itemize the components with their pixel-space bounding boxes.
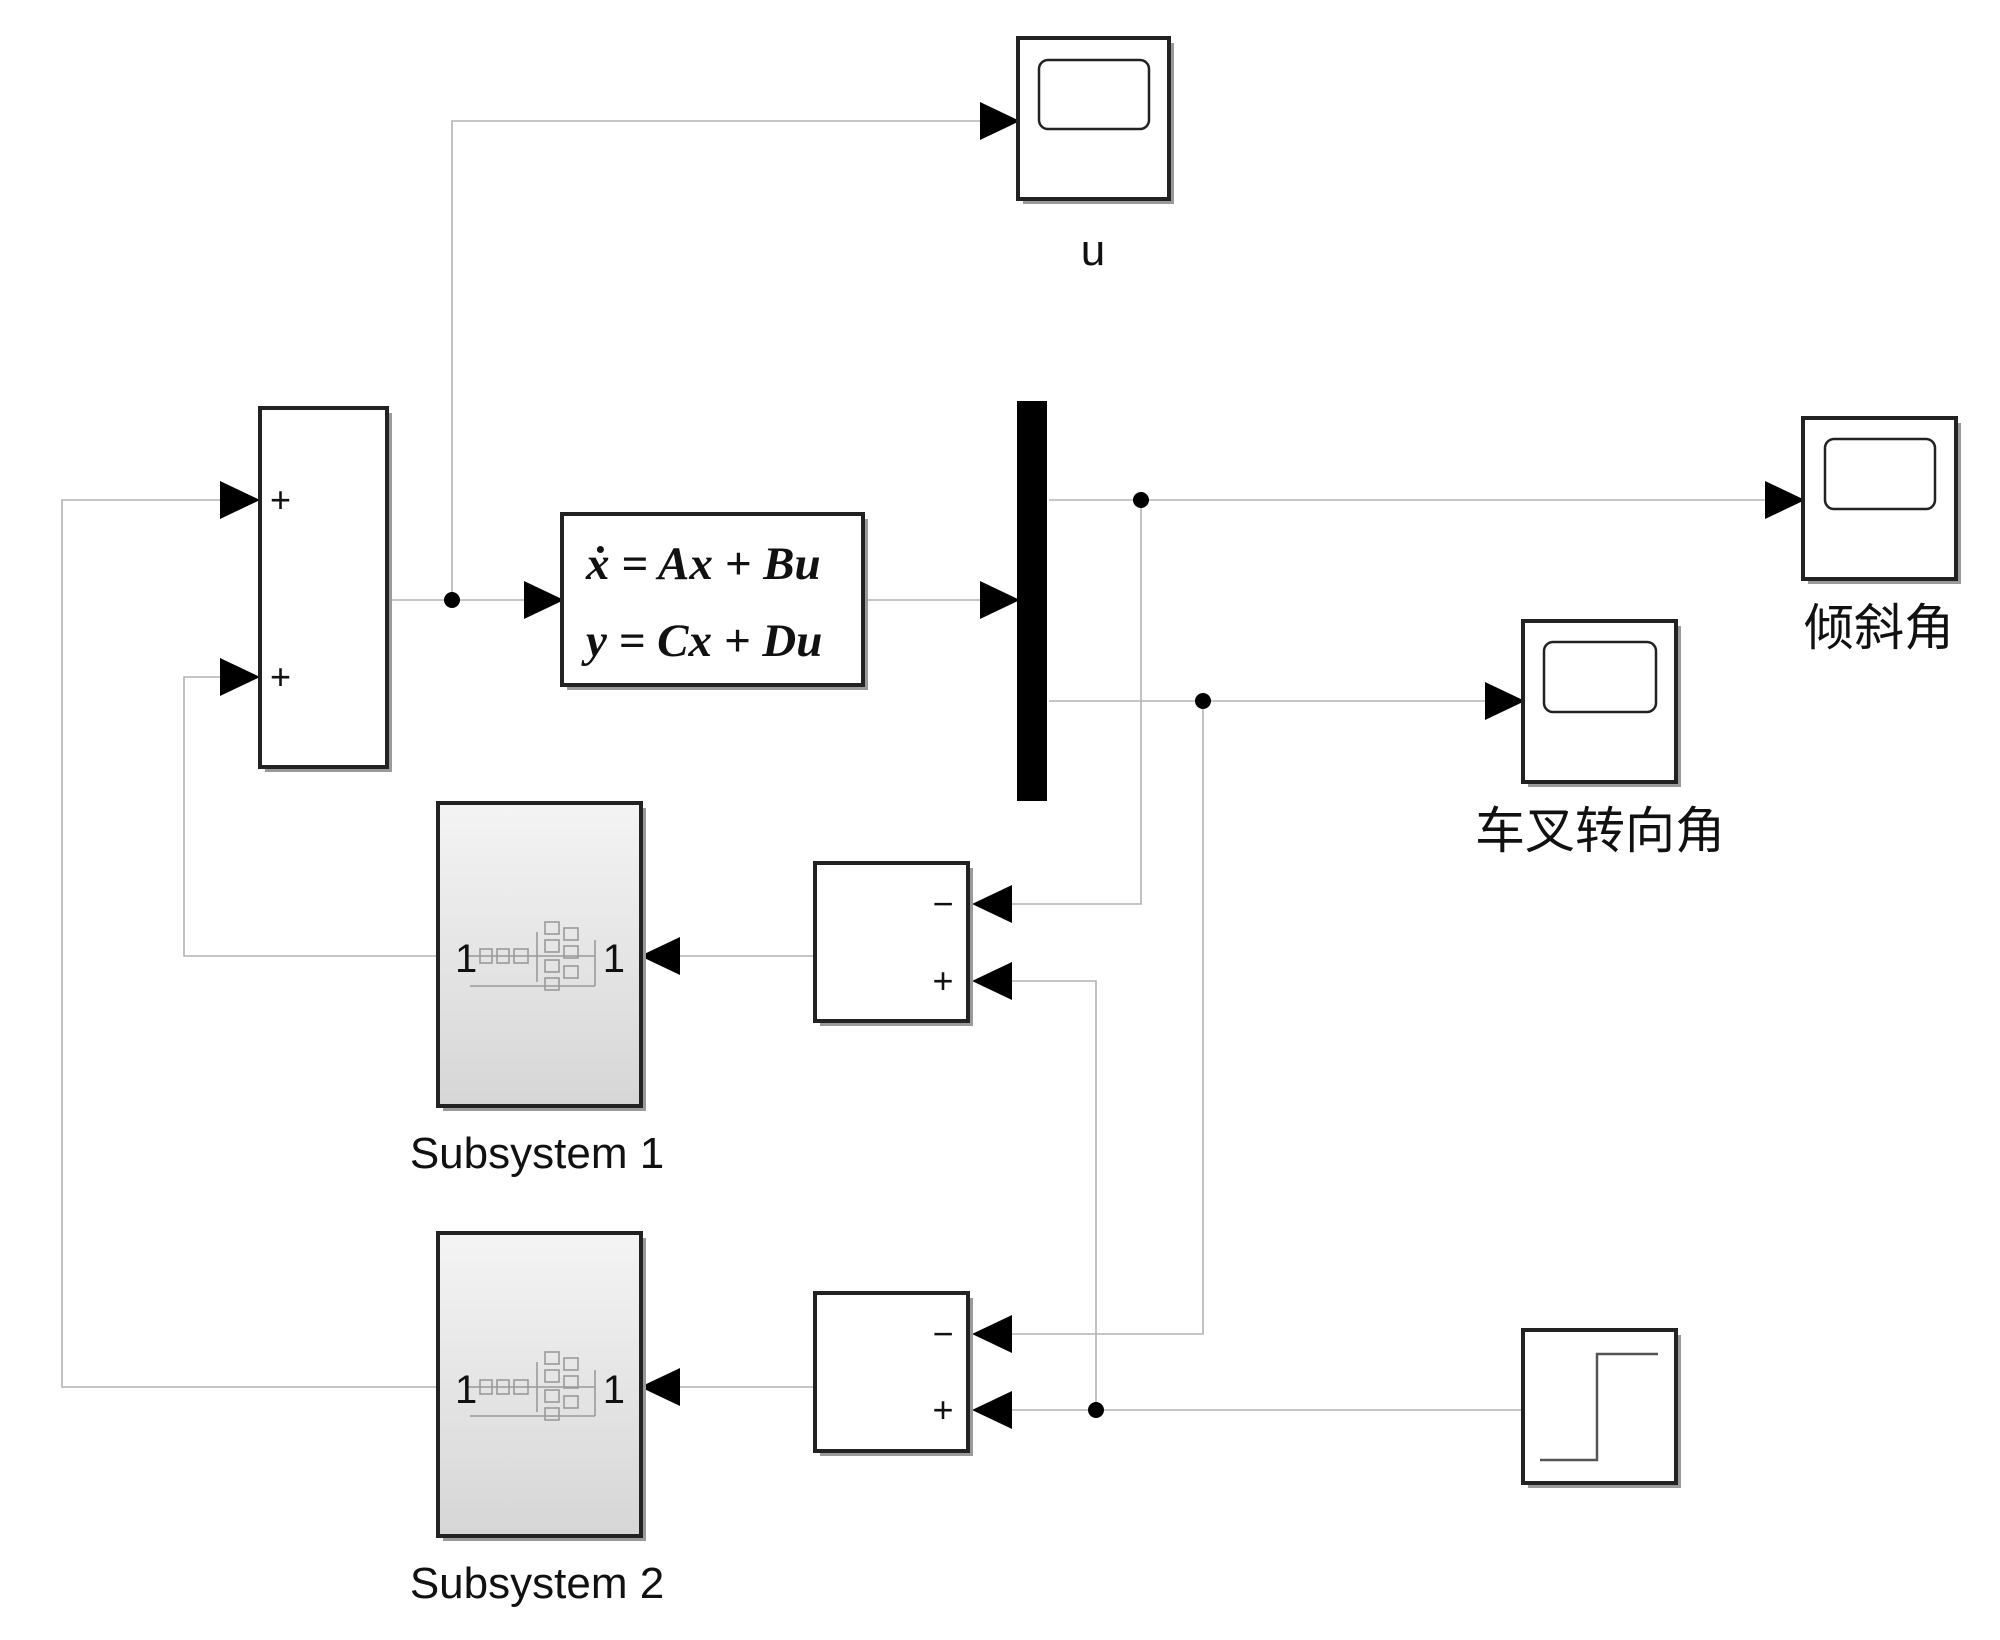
arrow-into-sum-port1: [220, 481, 260, 519]
wire-branch-to-scope-u[interactable]: [451, 120, 985, 600]
subsystem-1-label: Subsystem 1: [410, 1129, 664, 1178]
arrow-into-fork-scope: [1485, 682, 1525, 720]
branch-points: [444, 492, 1211, 1418]
subsystem-1-out-port: 1: [603, 937, 625, 981]
branch-point-step: [1088, 1402, 1104, 1418]
branch-point-tilt: [1133, 492, 1149, 508]
subsystem-2-block[interactable]: 1 1: [436, 1231, 646, 1541]
sum-error-2-plus-sign: +: [932, 1389, 953, 1430]
sum-error-2-block[interactable]: [813, 1291, 973, 1456]
subsystem-1-block[interactable]: 1 1: [436, 801, 646, 1111]
arrow-into-subsystem2: [640, 1368, 680, 1406]
scope-u-block[interactable]: [1016, 36, 1174, 204]
scope-tilt-label: 倾斜角: [1804, 599, 1954, 657]
wire-fork-feedback[interactable]: [1008, 701, 1204, 1335]
state-space-block[interactable]: [560, 512, 868, 690]
subsystem-preview-icon: [468, 1351, 596, 1421]
arrow-into-statespace: [524, 581, 564, 619]
arrow-into-scope-u: [980, 102, 1020, 140]
sum-error-2-minus-sign: −: [932, 1313, 953, 1354]
scope-display-icon: [1823, 437, 1937, 511]
scope-display-icon: [1037, 58, 1151, 131]
sum-error-1-block[interactable]: [813, 861, 973, 1026]
subsystem-1-in-port: 1: [455, 937, 477, 981]
scope-fork-label: 车叉转向角: [1475, 802, 1725, 860]
sum-error-1-plus-sign: +: [932, 960, 953, 1001]
subsystem-2-label: Subsystem 2: [410, 1559, 664, 1608]
step-icon: [1540, 1352, 1658, 1462]
scope-fork-block[interactable]: [1521, 619, 1681, 787]
output-equation: y = Cx + Du: [581, 615, 822, 667]
arrow-into-sum1-minus: [972, 885, 1012, 923]
wire-step-to-sum1[interactable]: [1008, 980, 1097, 1410]
scope-u-label: u: [1081, 226, 1105, 275]
arrow-into-mux: [980, 581, 1020, 619]
scope-display-icon: [1542, 640, 1658, 714]
wire-subsystem1-to-sum[interactable]: [183, 676, 436, 957]
branch-point-u: [444, 592, 460, 608]
arrow-into-sum-port2: [220, 658, 260, 696]
sum-main-port1-sign: +: [270, 479, 291, 520]
scope-tilt-block[interactable]: [1801, 416, 1961, 584]
state-equation: ẋ = Ax + Bu: [585, 538, 821, 590]
arrow-into-sum2-plus: [972, 1391, 1012, 1429]
branch-point-fork: [1195, 693, 1211, 709]
wire-tilt-feedback[interactable]: [1008, 500, 1142, 905]
sum-error-1-minus-sign: −: [932, 883, 953, 924]
arrow-into-tilt-scope: [1765, 481, 1805, 519]
mux-block[interactable]: [1017, 401, 1047, 801]
signal-lines: [61, 120, 1770, 1411]
subsystem-2-out-port: 1: [603, 1368, 625, 1412]
arrow-into-subsystem1: [640, 937, 680, 975]
wire-subsystem2-to-sum[interactable]: [61, 499, 436, 1388]
sum-main-block[interactable]: [258, 406, 392, 772]
arrow-into-sum1-plus: [972, 962, 1012, 1000]
step-block[interactable]: [1521, 1328, 1681, 1488]
sum-main-port2-sign: +: [270, 656, 291, 697]
subsystem-2-in-port: 1: [455, 1368, 477, 1412]
arrowheads: [220, 102, 1805, 1429]
subsystem-preview-icon: [468, 921, 596, 991]
arrow-into-sum2-minus: [972, 1315, 1012, 1353]
